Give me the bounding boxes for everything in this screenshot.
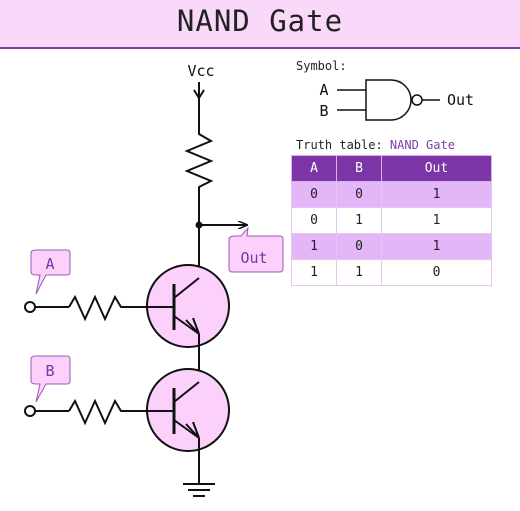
cell-b: 1: [335, 259, 382, 286]
truth-table: A B Out 0 0 1 0 1 1 1 0 1 1 1 0: [291, 155, 493, 286]
out-bubble: Out: [228, 226, 284, 273]
table-row: 0 0 1: [291, 181, 493, 208]
vcc-label: Vcc: [187, 62, 214, 80]
header-a: A: [291, 155, 337, 182]
input-a-bubble: A: [30, 249, 71, 295]
symbol-input-a: A: [319, 81, 328, 99]
cell-a: 0: [291, 207, 337, 234]
input-b-bubble: B: [30, 355, 71, 403]
nand-symbol: [337, 79, 440, 121]
cell-out: 1: [380, 207, 493, 234]
table-row: 0 1 1: [291, 207, 493, 234]
inversion-bubble: [411, 94, 423, 106]
cell-out: 1: [380, 181, 493, 208]
transistor-bottom: [146, 368, 230, 452]
cell-a: 0: [291, 181, 337, 208]
title-bar: NAND Gate: [0, 0, 520, 49]
ground-icon: [183, 483, 215, 497]
cell-a: 1: [291, 233, 337, 260]
input-a-resistor: [68, 294, 147, 322]
table-row: 1 1 0: [291, 259, 493, 286]
cell-out: 1: [380, 233, 493, 260]
cell-out: 0: [380, 259, 493, 286]
truth-table-caption: Truth table: NAND Gate: [296, 138, 455, 152]
input-a-label: A: [45, 255, 54, 273]
out-bubble-label: Out: [240, 249, 267, 267]
cell-a: 1: [291, 259, 337, 286]
header-out: Out: [380, 155, 493, 182]
cell-b: 0: [335, 233, 382, 260]
table-row: 1 0 1: [291, 233, 493, 260]
truth-table-header: A B Out: [291, 155, 493, 182]
input-b-resistor: [68, 398, 147, 426]
symbol-caption: Symbol:: [296, 59, 347, 73]
cell-b: 0: [335, 181, 382, 208]
page-title: NAND Gate: [176, 4, 344, 38]
symbol-output: Out: [447, 91, 474, 109]
pullup-resistor: [184, 128, 214, 190]
cell-b: 1: [335, 207, 382, 234]
input-b-label: B: [45, 362, 54, 380]
input-b-terminal: [24, 405, 36, 417]
input-a-terminal: [24, 301, 36, 313]
truth-table-caption-prefix: Truth table:: [296, 138, 390, 152]
truth-table-caption-gate: NAND Gate: [389, 138, 455, 152]
header-b: B: [335, 155, 382, 182]
symbol-input-b: B: [319, 102, 328, 120]
